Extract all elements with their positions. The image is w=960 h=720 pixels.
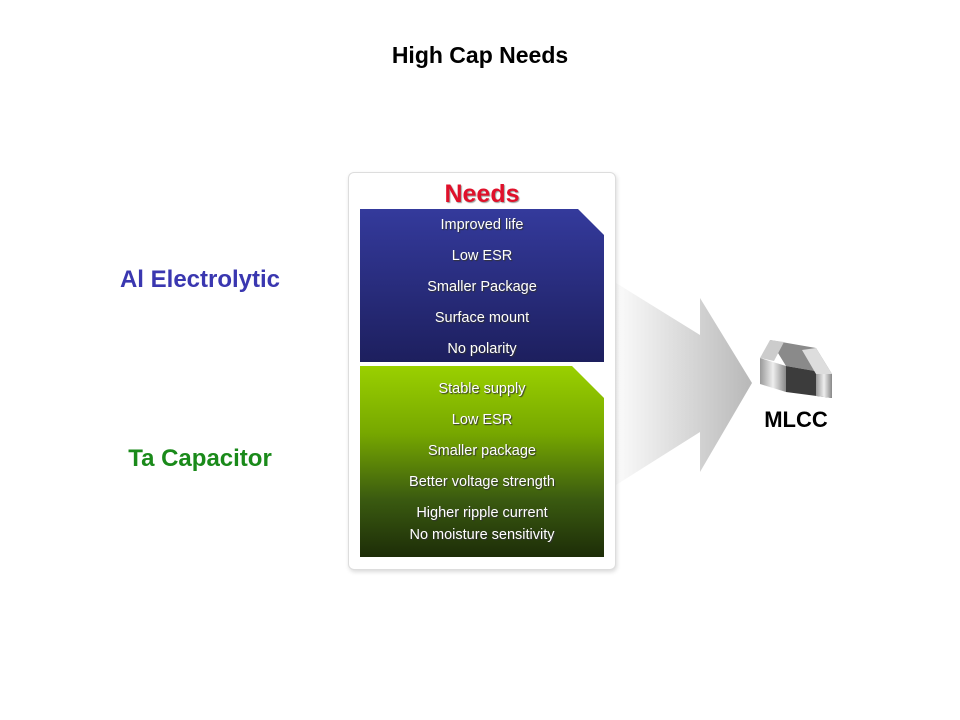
arrow-icon [608,278,752,490]
need-item: Better voltage strength [409,474,555,490]
need-item: Smaller package [428,443,536,459]
need-item: No polarity [447,341,517,357]
al-needs-panel: Improved life Low ESR Smaller Package Su… [360,209,604,362]
need-item: No moisture sensitivity [409,527,555,543]
mlcc-label: MLCC [764,407,828,432]
mlcc-chip-icon [760,340,832,398]
need-item: Higher ripple current [416,505,548,521]
needs-heading: Needs [444,180,520,208]
need-item: Stable supply [438,381,526,397]
slide-title: High Cap Needs [391,42,569,68]
need-item: Low ESR [451,412,513,428]
need-item: Smaller Package [427,279,537,295]
need-item: Surface mount [434,310,530,326]
al-electrolytic-label: Al Electrolytic [119,266,281,293]
ta-needs-panel: Stable supply Low ESR Smaller package Be… [360,366,604,557]
need-item: Improved life [440,217,524,233]
ta-capacitor-label: Ta Capacitor [128,445,272,472]
need-item: Low ESR [451,248,513,264]
